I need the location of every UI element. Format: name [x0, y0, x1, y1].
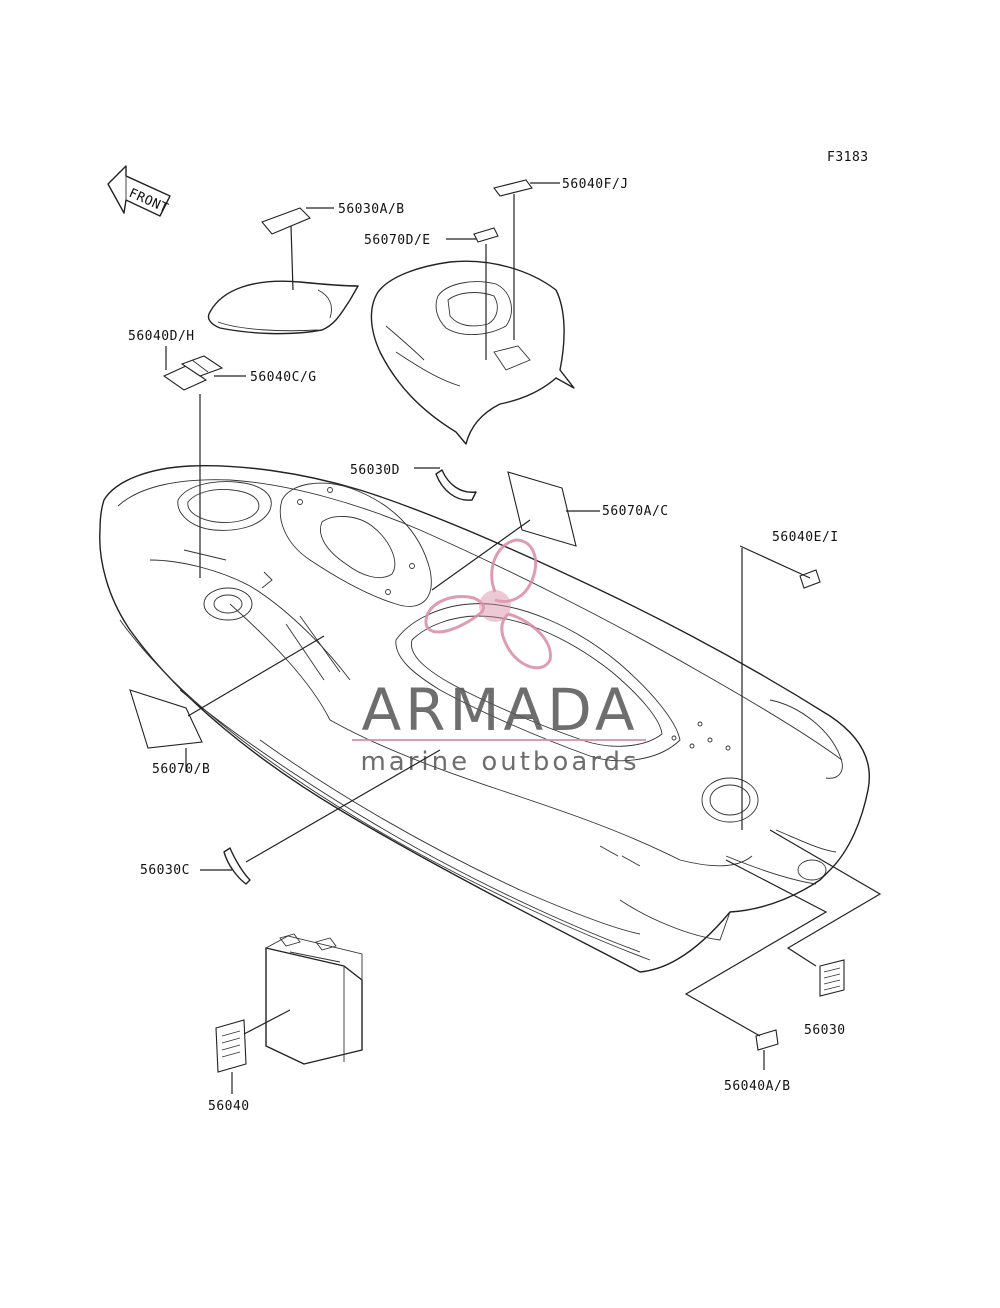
seat-cover-part — [207, 280, 359, 335]
label-56040ei: 56040E/I — [772, 530, 839, 545]
decal-56030 — [769, 829, 882, 997]
decal-56040ab — [684, 859, 828, 1070]
front-label: FRONT — [126, 186, 170, 217]
decal-56070de — [446, 227, 499, 360]
watermark-tagline: marine outboards — [360, 747, 639, 777]
label-56070ac: 56070A/C — [602, 504, 669, 519]
label-56040cg: 56040C/G — [250, 370, 317, 385]
label-56040fj: 56040F/J — [562, 177, 629, 192]
decal-56030c — [200, 749, 441, 885]
decal-56070ac — [431, 471, 600, 591]
decal-56040fj — [493, 179, 560, 340]
label-56030: 56030 — [804, 1023, 846, 1038]
figure-code: F3183 — [827, 150, 869, 165]
label-56030ab: 56030A/B — [338, 202, 405, 217]
decal-56070b — [129, 635, 325, 772]
watermark-brand: ARMADA — [361, 676, 638, 744]
label-56030d: 56030D — [350, 463, 400, 478]
decal-56030ab — [261, 207, 334, 291]
hull-part — [99, 465, 870, 973]
label-56040dh: 56040D/H — [128, 329, 195, 344]
label-56030c: 56030C — [140, 863, 190, 878]
label-56040ab: 56040A/B — [724, 1079, 791, 1094]
propeller-icon — [424, 538, 552, 670]
label-56040: 56040 — [208, 1099, 250, 1114]
battery-part — [265, 933, 363, 1065]
front-arrow-icon: FRONT — [107, 165, 171, 217]
decal-56030d — [414, 467, 477, 501]
hood-cover-part — [370, 260, 575, 445]
decal-56040 — [215, 1009, 291, 1094]
label-56070de: 56070D/E — [364, 233, 431, 248]
label-56070b: 56070/B — [152, 762, 210, 777]
decal-56040ei — [739, 545, 821, 830]
watermark-logo: ARMADA marine outboards — [352, 538, 646, 777]
decal-56040dh-cg — [162, 346, 246, 578]
